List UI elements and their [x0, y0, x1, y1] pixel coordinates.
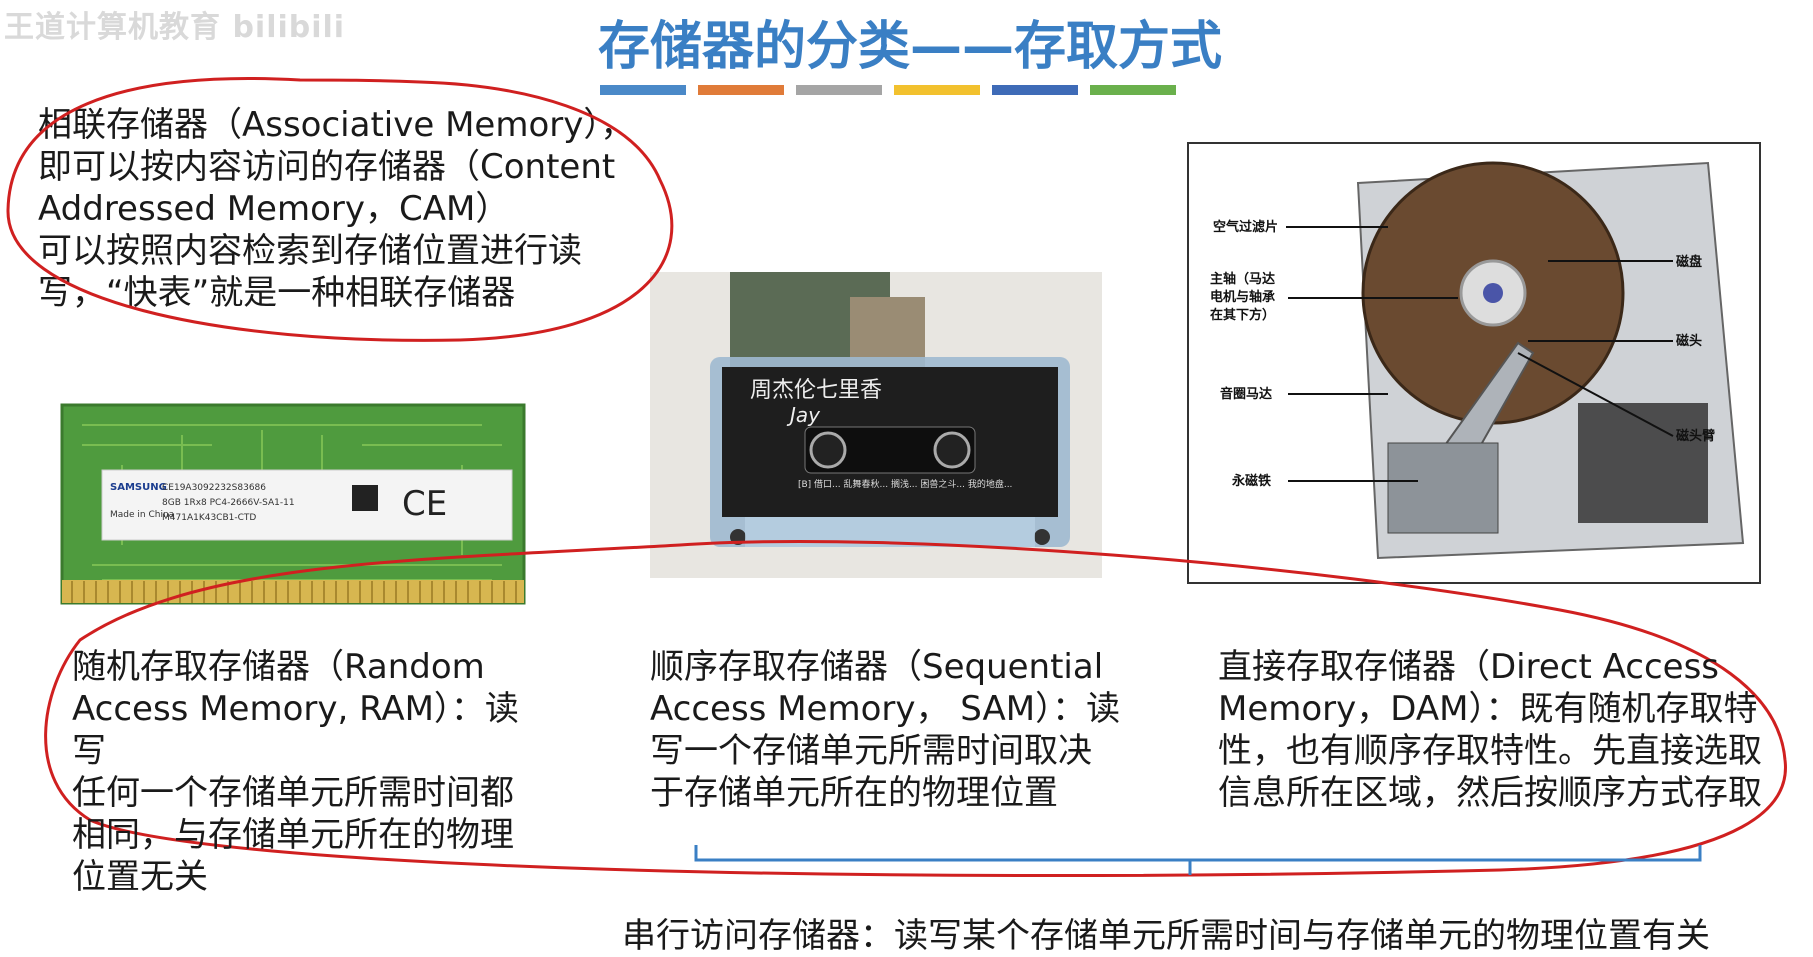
cassette-label [722, 367, 1058, 517]
hdd-platter [1363, 163, 1623, 423]
svg-text:周杰伦七里香: 周杰伦七里香 [750, 378, 882, 403]
watermark: 王道计算机教育 bilibili [4, 10, 346, 45]
text-line: 直接存取存储器（Direct Access [1218, 647, 1720, 687]
dam-description: 直接存取存储器（Direct Access Memory，DAM）：既有随机存取… [1218, 646, 1808, 814]
ram-description: 随机存取存储器（Random Access Memory, RAM）：读写 任何… [72, 646, 552, 898]
accent-bar-5 [992, 85, 1078, 95]
serial-access-caption: 串行访问存储器：读写某个存储单元所需时间与存储单元的物理位置有关 [622, 916, 1710, 956]
svg-text:CE19A3092232S83686: CE19A3092232S83686 [162, 483, 266, 493]
svg-text:SAMSUNG: SAMSUNG [110, 482, 167, 493]
page-title: 存储器的分类——存取方式 [597, 17, 1222, 77]
accent-bar-1 [600, 85, 686, 95]
ram-board [62, 405, 524, 603]
hdd-voice-coil [1387, 442, 1499, 534]
svg-text:在其下方）: 在其下方） [1210, 307, 1275, 323]
accent-bar-6 [1090, 85, 1176, 95]
accent-bars [600, 85, 1176, 95]
associative-memory-text: 相联存储器（Associative Memory）， 即可以按内容访问的存储器（… [38, 104, 638, 314]
svg-text:Made in China: Made in China [110, 510, 174, 520]
accent-bar-4 [894, 85, 980, 95]
svg-text:Jay: Jay [786, 403, 821, 427]
svg-text:[B] 借口... 乱舞春秋... 搁浅... 困兽之斗..: [B] 借口... 乱舞春秋... 搁浅... 困兽之斗... 我的地盘... [798, 478, 1012, 490]
text-line: Access Memory， SAM）：读 [650, 689, 1121, 729]
hdd-photo-frame [1187, 142, 1761, 584]
svg-text:磁头: 磁头 [1676, 333, 1702, 349]
text-line: 信息所在区域，然后按顺序方式存取 [1218, 773, 1762, 813]
text-line: 写，“快表”就是一种相联存储器 [38, 273, 516, 313]
text-line: 顺序存取存储器（Sequential [650, 647, 1104, 687]
hdd-head-arm [1416, 341, 1535, 505]
svg-text:磁盘: 磁盘 [1676, 254, 1702, 270]
text-line: 即可以按内容访问的存储器（Content [38, 147, 616, 187]
svg-text:空气过滤片: 空气过滤片 [1213, 219, 1278, 235]
text-line: 随机存取存储器（Random [72, 647, 485, 687]
ram-label-sticker [101, 469, 513, 541]
accent-bar-3 [796, 85, 882, 95]
svg-text:M471A1K43CB1-CTD: M471A1K43CB1-CTD [162, 513, 256, 523]
text-line: 任何一个存储单元所需时间都 [72, 773, 514, 813]
text-line: 于存储单元所在的物理位置 [650, 773, 1058, 813]
accent-bar-2 [698, 85, 784, 95]
text-line: 相同，与存储单元所在的物理 [72, 815, 514, 855]
svg-text:电机与轴承: 电机与轴承 [1210, 289, 1275, 305]
text-line: Addressed Memory，CAM） [38, 189, 510, 229]
svg-text:永磁铁: 永磁铁 [1231, 473, 1271, 489]
album-cover [730, 272, 890, 412]
text-line: 可以按照内容检索到存储位置进行读 [38, 231, 582, 271]
hdd-casing [1356, 161, 1745, 560]
text-line: Memory，DAM）：既有随机存取特 [1218, 689, 1758, 729]
sam-description: 顺序存取存储器（Sequential Access Memory， SAM）：读… [650, 646, 1130, 814]
text-line: 相联存储器（Associative Memory）， [38, 105, 635, 145]
ram-gold-contacts [62, 580, 524, 603]
cassette-shell [710, 357, 1070, 547]
svg-text:磁头臂: 磁头臂 [1676, 428, 1715, 444]
cassette-photo-bg [650, 272, 1102, 578]
svg-text:主轴（马达: 主轴（马达 [1210, 271, 1275, 287]
serial-access-brace [694, 845, 1702, 875]
svg-text:CE: CE [402, 484, 447, 524]
text-line: 写一个存储单元所需时间取决 [650, 731, 1092, 771]
text-line: Access Memory, RAM）：读写 [72, 689, 519, 771]
text-line: 位置无关 [72, 857, 208, 897]
svg-text:8GB 1Rx8 PC4-2666V-SA1-11: 8GB 1Rx8 PC4-2666V-SA1-11 [162, 498, 295, 508]
text-line: 性，也有顺序存取特性。先直接选取 [1218, 731, 1762, 771]
svg-text:音圈马达: 音圈马达 [1220, 386, 1272, 402]
